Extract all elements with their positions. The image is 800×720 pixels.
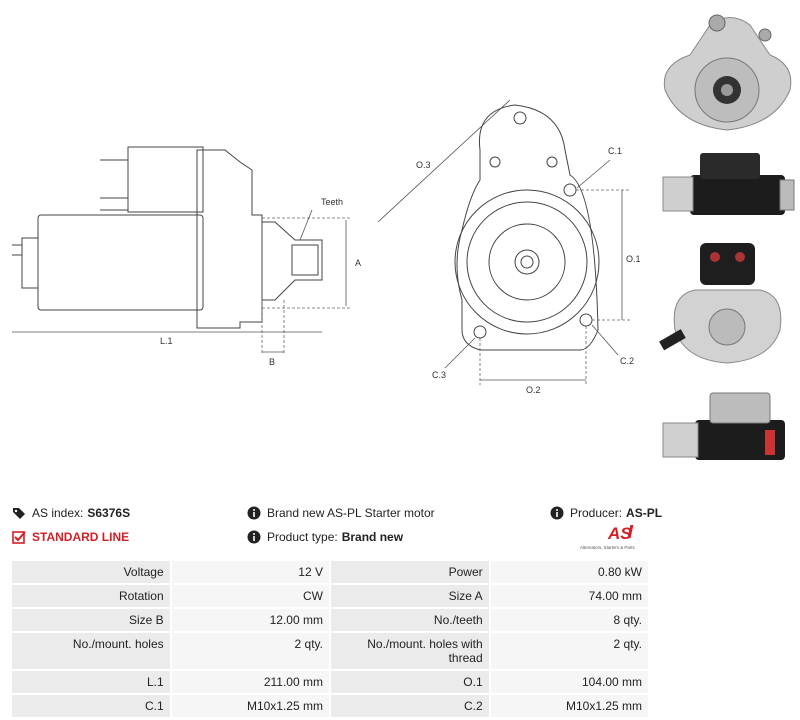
photo-rear[interactable] xyxy=(655,235,800,370)
label-o2: O.2 xyxy=(526,385,541,395)
spec-value: 2 qty. xyxy=(171,633,329,669)
standard-line: STANDARD LINE xyxy=(12,530,129,544)
spec-label: Voltage xyxy=(12,561,170,583)
asp-logo: AS Alternators, Starters & Parts xyxy=(580,524,635,550)
description: Brand new AS-PL Starter motor xyxy=(247,506,435,520)
product-type: Product type: Brand new xyxy=(247,530,403,544)
spec-value: 8 qty. xyxy=(490,609,648,631)
spec-value: 12.00 mm xyxy=(171,609,329,631)
flange-circle xyxy=(454,189,600,335)
spec-label: Size B xyxy=(12,609,170,631)
label-o3: O.3 xyxy=(416,160,431,170)
photo-side-1[interactable] xyxy=(655,145,800,225)
svg-text:Alternators, Starters & Parts: Alternators, Starters & Parts xyxy=(580,545,635,550)
mounting-flange xyxy=(456,104,599,351)
label-b: B xyxy=(269,357,275,367)
producer-value: AS-PL xyxy=(626,506,663,520)
spec-label: L.1 xyxy=(12,671,170,693)
motor-end-cap xyxy=(21,237,39,289)
product-photos xyxy=(655,0,800,470)
label-c3: C.3 xyxy=(432,370,446,380)
spec-label: Size A xyxy=(330,585,489,607)
product-info: AS index: S6376S STANDARD LINE Brand new… xyxy=(0,500,800,550)
label-teeth: Teeth xyxy=(321,197,343,207)
as-index: AS index: S6376S xyxy=(12,506,130,520)
drive-gear xyxy=(262,221,323,301)
photo-side-2[interactable] xyxy=(655,385,800,470)
spec-label: Power xyxy=(330,561,489,583)
spec-label: No./mount. holes with thread xyxy=(330,633,489,669)
hole-c1 xyxy=(563,183,577,197)
info-icon xyxy=(550,506,564,520)
spec-label: No./teeth xyxy=(330,609,489,631)
info-icon xyxy=(247,530,261,544)
drive-housing xyxy=(196,149,263,329)
spec-label: O.1 xyxy=(330,671,489,693)
producer: Producer: AS-PL xyxy=(550,506,662,520)
spec-value: 0.80 kW xyxy=(490,561,648,583)
motor-body xyxy=(37,214,204,311)
spec-label: C.2 xyxy=(330,695,489,717)
label-c2: C.2 xyxy=(620,356,634,366)
product-type-value: Brand new xyxy=(341,530,404,544)
standard-line-label: STANDARD LINE xyxy=(32,530,130,544)
product-type-label: Product type: xyxy=(267,530,338,544)
spec-label: Rotation xyxy=(12,585,170,607)
label-a: A xyxy=(355,258,361,268)
spec-value: 211.00 mm xyxy=(171,671,329,693)
spec-value: M10x1.25 mm xyxy=(490,695,648,717)
label-c1: C.1 xyxy=(608,146,622,156)
hole-c3 xyxy=(473,325,487,339)
description-text: Brand new AS-PL Starter motor xyxy=(267,506,435,520)
label-l1: L.1 xyxy=(160,336,173,346)
spec-value: 12 V xyxy=(171,561,329,583)
tag-icon xyxy=(13,508,25,519)
info-icon xyxy=(247,506,261,520)
technical-drawing: Teeth A L.1 B O.3 C.1 O.1 C.3 O.2 C.2 xyxy=(12,99,641,395)
hole-c2 xyxy=(579,313,593,327)
producer-label: Producer: xyxy=(570,506,623,520)
solenoid xyxy=(127,146,204,213)
check-square-icon xyxy=(12,531,26,544)
svg-text:AS: AS xyxy=(607,524,632,543)
spec-value: 2 qty. xyxy=(490,633,648,669)
as-index-value: S6376S xyxy=(87,506,131,520)
spec-value: 104.00 mm xyxy=(490,671,648,693)
photo-front[interactable] xyxy=(655,5,800,140)
spec-value: M10x1.25 mm xyxy=(171,695,329,717)
as-index-label: AS index: xyxy=(32,506,84,520)
pinion xyxy=(291,244,319,276)
spec-value: CW xyxy=(171,585,329,607)
spec-value: 74.00 mm xyxy=(490,585,648,607)
label-o1: O.1 xyxy=(626,254,641,264)
spec-label: C.1 xyxy=(12,695,170,717)
spec-label: No./mount. holes xyxy=(12,633,170,669)
